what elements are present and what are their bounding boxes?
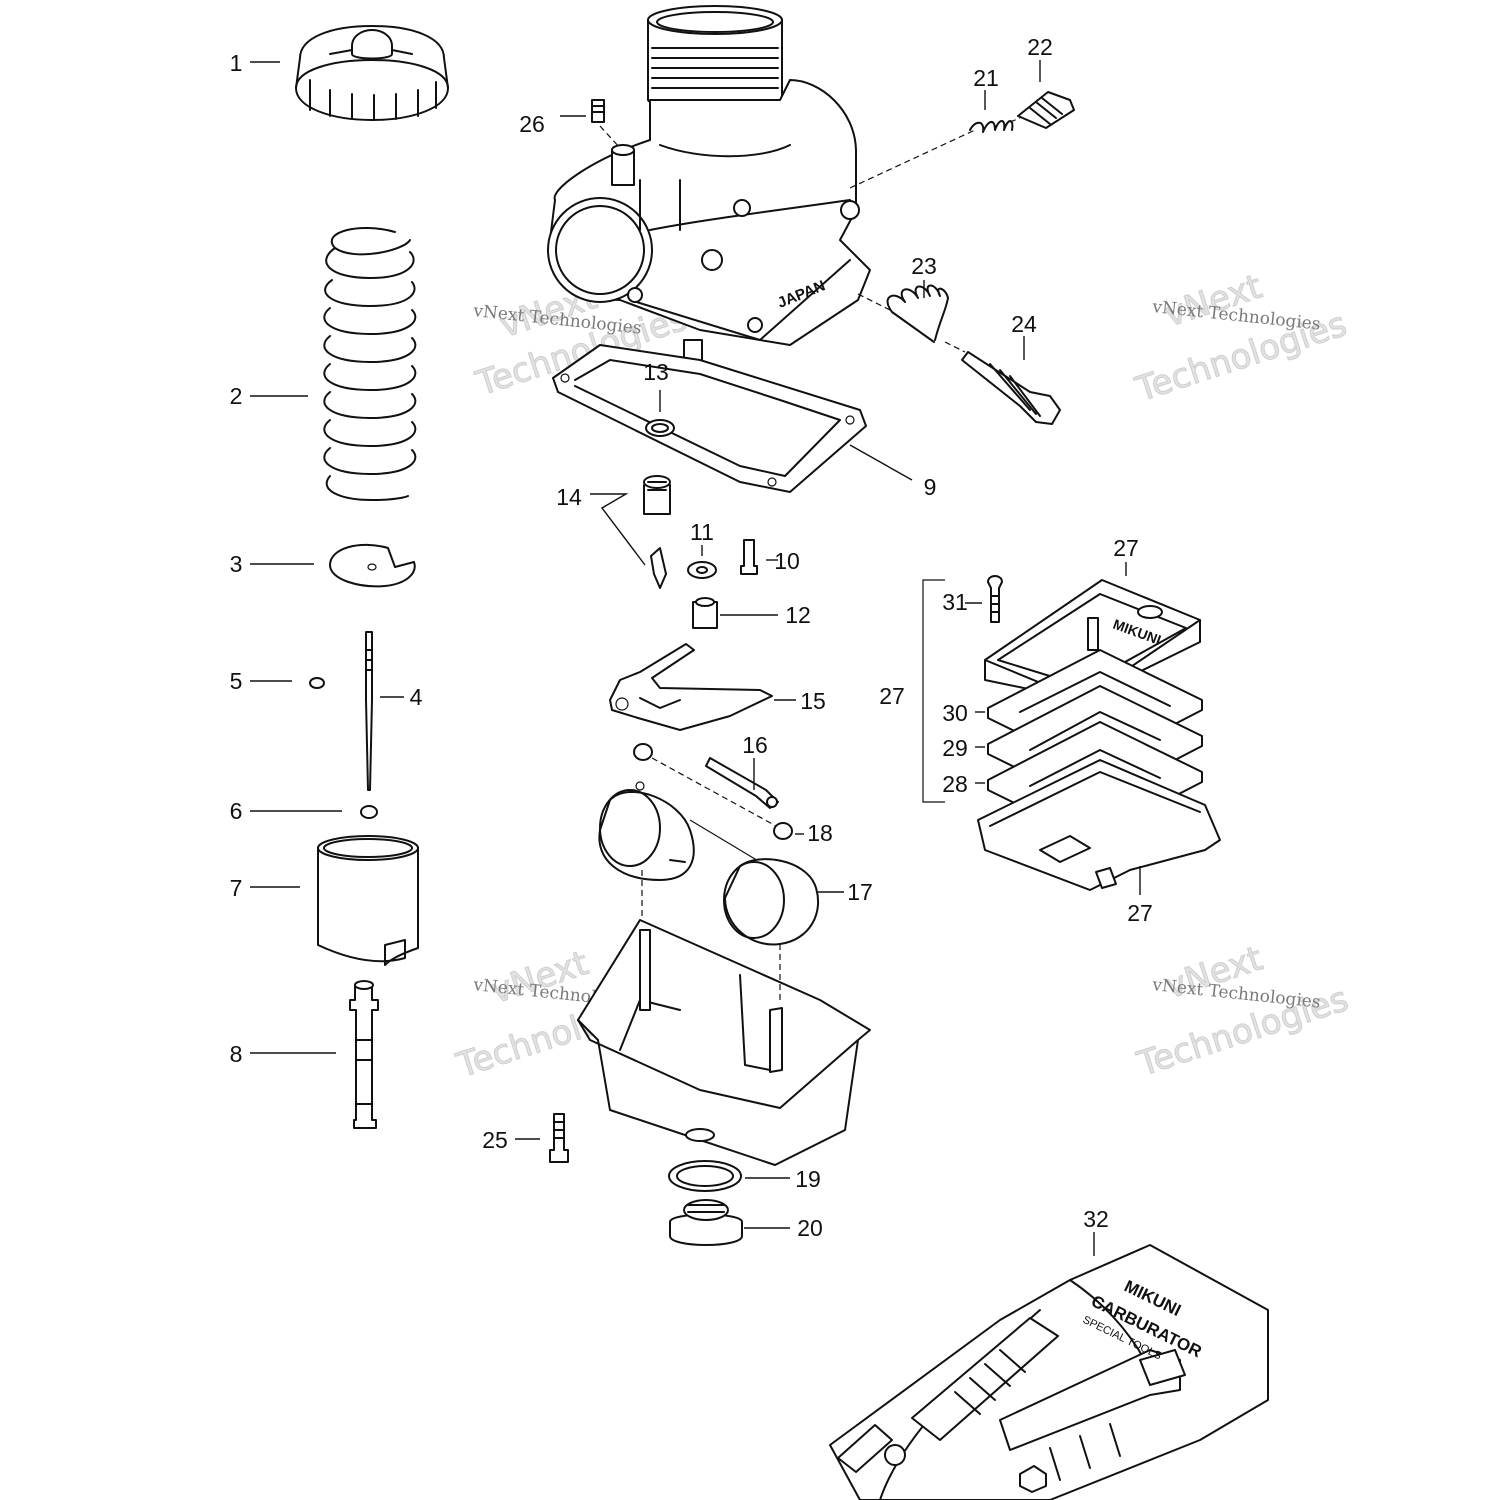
callout-16: 16 [742,732,768,758]
part-12-main-jet [692,597,718,629]
part-18-sleeve [633,743,793,840]
callout-28: 28 [942,771,968,797]
dash-line-18 [651,757,777,827]
part-14-needle [650,547,667,589]
callout-24: 24 [1011,311,1037,337]
callout-25: 25 [482,1127,508,1153]
part-15-float-arm [609,643,773,731]
callout-21: 21 [973,65,999,91]
callout-6: 6 [230,798,243,824]
callout-10: 10 [774,548,800,574]
callout-26: 26 [519,111,545,137]
callout-13: 13 [643,359,669,385]
part-11-washer [687,561,717,579]
callout-1: 1 [230,50,243,76]
callout-22: 22 [1027,34,1053,60]
callout-17: 17 [847,879,873,905]
part-3-plate [329,543,416,588]
dash-line-air-screw [849,117,1021,189]
part-27-cover: MIKUNI [984,579,1201,701]
float-connector-line [689,819,761,863]
part-8-jet [349,980,379,1129]
leader-lines [250,60,1141,1256]
part-31-screw [987,575,1003,623]
part-21-spring [969,120,1014,133]
part-13-o-ring [645,419,675,437]
part-20-drain-plug [669,1199,743,1246]
callout-15: 15 [800,688,826,714]
part-carburetor-body: JAPAN [547,5,871,373]
part-2-spring [323,227,417,501]
callout-2: 2 [230,383,243,409]
part-7-throttle-slide [317,835,419,966]
part-1-cap [295,25,449,121]
callout-29: 29 [942,735,968,761]
part-5-clip [309,677,325,689]
part-22-air-screw [1017,91,1075,129]
callout-11: 11 [690,519,714,545]
part-9-gasket [552,344,867,493]
callout-8: 8 [230,1041,243,1067]
part-24-pilot-screw [961,351,1061,425]
part-19-o-ring [668,1160,742,1192]
watermark-top-right: Technologies vNext vNext Technologies [1130,266,1352,410]
part-10-pilot-jet [740,539,758,575]
part-17-float-left [598,781,695,881]
callout-9: 9 [924,474,937,500]
part-27-base [977,759,1221,891]
callout-31: 31 [942,589,968,615]
callout-30: 30 [942,700,968,726]
callout-12: 12 [785,602,811,628]
part-25-screw [549,1113,569,1163]
part-6-washer [360,805,378,819]
part-23-spring [886,284,949,343]
callout-27-bottom: 27 [1127,900,1153,926]
callout-5: 5 [230,668,243,694]
callout-3: 3 [230,551,243,577]
part-4-needle [365,631,373,791]
callout-20: 20 [797,1215,823,1241]
callout-27-left: 27 [879,683,905,709]
callout-labels: 1 2 3 4 5 6 7 8 9 10 11 12 13 14 15 16 1… [230,34,1153,1241]
part-32-tool-kit: MIKUNI CARBURATOR SPECIAL TOOLS [829,1244,1269,1500]
part-17-float-right [723,858,820,946]
dash-line-26 [599,125,621,149]
part-14-valve-seat [643,475,671,515]
dash-line-pilot-screw [857,293,966,353]
callout-4: 4 [410,684,423,710]
callout-7: 7 [230,875,243,901]
pump-bracket [922,579,945,803]
callout-23: 23 [911,253,937,279]
callout-32: 32 [1083,1206,1109,1232]
part-float-bowl [577,919,871,1166]
callout-18: 18 [807,820,833,846]
callout-19: 19 [795,1166,821,1192]
callout-14: 14 [556,484,582,510]
part-26-plug [591,99,605,123]
watermark-mid-right: Technologies vNext vNext Technologies [1132,938,1354,1085]
part-16-pin [705,757,779,809]
callout-27-top: 27 [1113,535,1139,561]
